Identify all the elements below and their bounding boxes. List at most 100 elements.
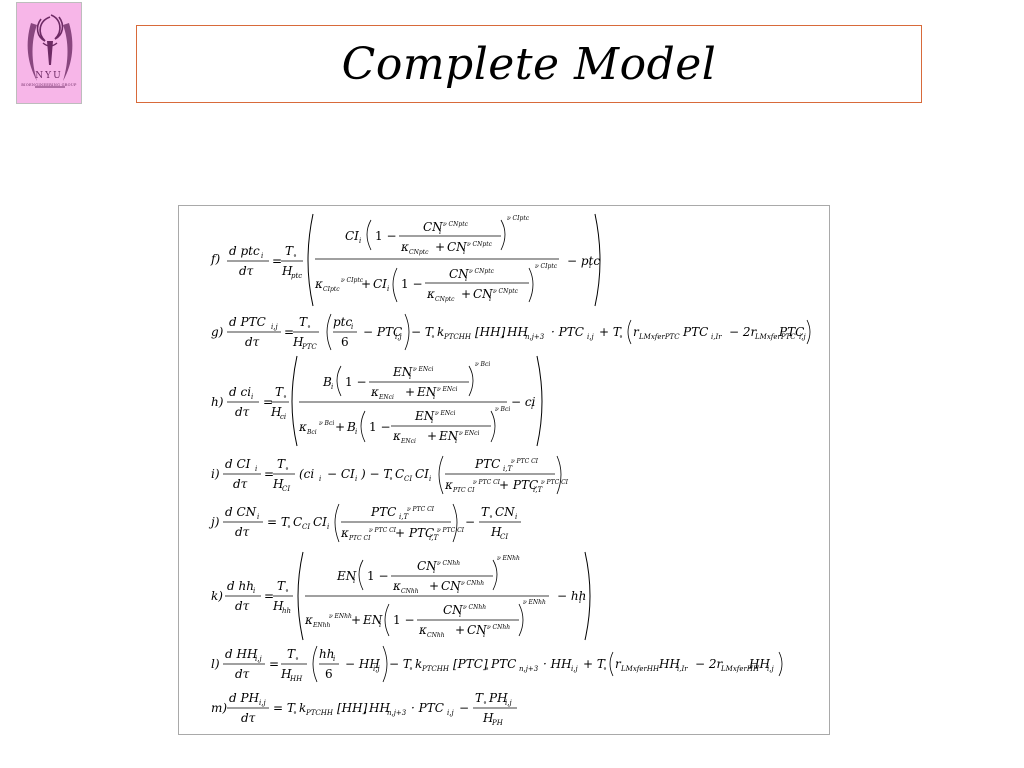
svg-text:PTC CI: PTC CI: [348, 535, 371, 542]
equation-i: i) d CI i dτ = T ∘ H CI (ci i − CI i ) −…: [211, 455, 569, 495]
svg-text:CN: CN: [447, 240, 467, 254]
svg-text:1 −: 1 −: [367, 569, 389, 583]
svg-text:) − T: ) − T: [360, 467, 392, 481]
svg-text:− PTC: − PTC: [363, 325, 402, 339]
svg-text:=: =: [269, 657, 279, 671]
svg-text:ptc: ptc: [333, 315, 353, 329]
eq-h-label: h): [211, 395, 224, 409]
equation-f: f) d ptc i dτ = T ∘ H ptc CI i 1 − CN i …: [210, 213, 601, 307]
svg-text:LMxferPTC: LMxferPTC: [638, 333, 680, 341]
svg-text:i: i: [515, 513, 517, 521]
svg-text:i,Ir: i,Ir: [711, 333, 722, 341]
svg-text:PTC: PTC: [778, 325, 804, 339]
svg-text:− hh: − hh: [557, 589, 586, 603]
svg-text:H: H: [280, 667, 292, 681]
svg-text:· HH: · HH: [543, 657, 572, 671]
svg-text:ν CNhh: ν CNhh: [463, 604, 486, 611]
svg-text:+ T: + T: [599, 325, 622, 339]
svg-text:−: −: [459, 701, 469, 715]
svg-text:hh: hh: [282, 607, 291, 615]
svg-text:ENhh: ENhh: [312, 622, 330, 629]
svg-text:=: =: [284, 325, 294, 339]
eq-f-circ: ∘: [293, 251, 297, 260]
svg-text:H: H: [272, 599, 284, 613]
svg-text:k: k: [415, 657, 422, 671]
svg-text:n,j+3: n,j+3: [387, 709, 407, 717]
svg-text:d HH: d HH: [225, 647, 258, 661]
svg-text:CN: CN: [443, 603, 463, 617]
svg-text:HH: HH: [368, 701, 390, 715]
svg-text:∘: ∘: [603, 664, 607, 673]
svg-text:ENci: ENci: [378, 394, 394, 401]
svg-text:C: C: [293, 515, 302, 529]
equation-l: l) d HH i,j dτ = T ∘ H HH hh i 6 − HH i,…: [211, 645, 783, 683]
svg-text:κ: κ: [418, 623, 427, 637]
svg-text:i: i: [355, 428, 357, 436]
svg-text:∘: ∘: [483, 698, 487, 707]
nyu-logo: NYU BIOENGINEERING GROUP: [16, 2, 82, 104]
svg-text:CNhh: CNhh: [401, 588, 419, 595]
svg-text:H: H: [292, 335, 304, 349]
svg-text:i,j: i,j: [587, 333, 594, 341]
svg-text:+: +: [461, 287, 471, 301]
svg-text:ν Bci: ν Bci: [495, 406, 510, 413]
svg-text:ν CNptc: ν CNptc: [469, 268, 495, 275]
svg-text:T: T: [481, 505, 490, 519]
svg-text:PTC: PTC: [301, 343, 317, 351]
equation-m: m) d PH i,j dτ = T ∘ k PTCHH [HH] ∘ HH n…: [211, 691, 517, 727]
svg-text:CN: CN: [423, 220, 443, 234]
slide-title: Complete Model: [341, 38, 717, 90]
svg-text:n,j+3: n,j+3: [525, 333, 545, 341]
svg-text:ν CNhh: ν CNhh: [461, 580, 484, 587]
svg-text:i: i: [433, 567, 435, 575]
svg-text:∘: ∘: [307, 322, 311, 331]
svg-text:· PTC: · PTC: [411, 701, 444, 715]
svg-text:ci: ci: [280, 413, 286, 421]
svg-text:CI: CI: [404, 475, 412, 483]
svg-text:ν ENhh: ν ENhh: [329, 613, 352, 620]
svg-text:i: i: [455, 437, 457, 445]
title-box: Complete Model: [136, 25, 922, 103]
svg-text:ν CNptc: ν CNptc: [443, 221, 469, 228]
svg-text:ν PTC CI: ν PTC CI: [437, 527, 465, 534]
svg-text:− 2r: − 2r: [695, 657, 724, 671]
svg-text:ν Bci: ν Bci: [319, 420, 334, 427]
svg-text:i: i: [589, 262, 591, 270]
svg-text:− 2r: − 2r: [729, 325, 758, 339]
svg-text:κ: κ: [426, 287, 435, 301]
svg-text:B: B: [322, 375, 332, 389]
svg-text:ν ENhh: ν ENhh: [497, 555, 520, 562]
svg-text:i: i: [333, 655, 335, 663]
svg-text:i: i: [251, 393, 253, 401]
svg-text:PTC: PTC: [370, 505, 396, 519]
svg-text:i,j: i,j: [255, 655, 262, 663]
svg-text:i,Ir: i,Ir: [677, 665, 688, 673]
torch-emblem-icon: [27, 14, 73, 88]
svg-text:ν CNptc: ν CNptc: [467, 241, 493, 248]
svg-text:∘: ∘: [431, 332, 435, 341]
equation-h: h) d ci i dτ = T ∘ H ci B i 1 − EN i ν E…: [211, 355, 543, 447]
svg-text:d CN: d CN: [225, 505, 257, 519]
svg-text:∘: ∘: [501, 332, 505, 341]
svg-text:+: +: [455, 623, 465, 637]
svg-text:HH: HH: [289, 675, 303, 683]
svg-text:CI: CI: [415, 467, 429, 481]
svg-text:+: +: [335, 420, 345, 434]
svg-text:CI: CI: [302, 523, 310, 531]
svg-text:ENci: ENci: [400, 438, 416, 445]
svg-text:i: i: [431, 417, 433, 425]
svg-text:i,j: i,j: [259, 699, 266, 707]
equation-g: g) d PTC i,j dτ = T ∘ H PTC ptc i 6 − PT…: [211, 313, 811, 351]
svg-text:∘: ∘: [363, 708, 367, 717]
svg-text:PH: PH: [491, 719, 504, 727]
svg-text:ν PTC CI: ν PTC CI: [511, 458, 539, 465]
svg-text:d ci: d ci: [229, 385, 251, 399]
svg-text:=: =: [264, 589, 274, 603]
svg-text:H: H: [490, 525, 502, 539]
equation-k: k) d hh i dτ = T ∘ H hh EN i 1 − CN i ν …: [211, 551, 591, 641]
svg-text:ν CNhh: ν CNhh: [437, 560, 460, 567]
svg-text:i: i: [331, 383, 333, 391]
svg-text:EN: EN: [392, 365, 413, 379]
svg-text:PTCHH: PTCHH: [305, 709, 334, 717]
svg-text:r: r: [615, 657, 622, 671]
